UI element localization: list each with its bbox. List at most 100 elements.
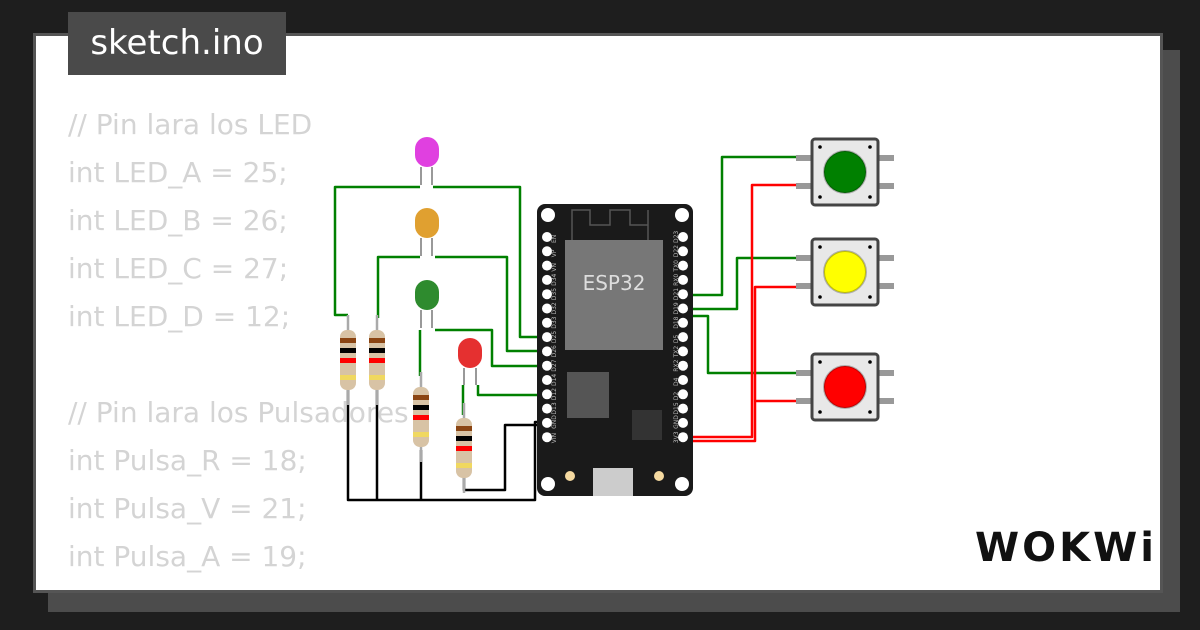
resistor[interactable]	[340, 315, 356, 405]
pin-label: EN	[551, 235, 558, 243]
pin-label: TX2	[673, 346, 680, 359]
wires	[333, 155, 800, 502]
wire	[683, 256, 800, 311]
board-label: ESP32	[583, 271, 646, 295]
code-line: int LED_C = 27;	[68, 252, 289, 285]
wire	[683, 183, 800, 439]
pin-rx2[interactable]	[678, 360, 688, 371]
pushbutton[interactable]	[796, 137, 894, 207]
pin-label: D32	[551, 302, 558, 314]
led-red[interactable]	[458, 338, 482, 385]
wire	[476, 385, 547, 397]
pin-label: GND	[673, 415, 680, 429]
pin-label: D19	[673, 302, 680, 314]
pin-label: TX0	[673, 260, 680, 273]
pin-label: D22	[673, 245, 680, 257]
pin-label: D33	[551, 316, 558, 328]
led-amber[interactable]	[415, 208, 439, 256]
pin-label: D5	[673, 334, 680, 343]
pin-d27[interactable]	[542, 360, 552, 371]
led-magenta[interactable]	[415, 137, 439, 185]
pin-d25[interactable]	[542, 332, 552, 343]
wire	[433, 185, 547, 339]
pin-d19[interactable]	[678, 303, 688, 314]
wire	[683, 155, 800, 297]
pin-en[interactable]	[542, 232, 552, 242]
pin-label: D23	[673, 231, 680, 243]
pin-label: D14	[551, 374, 558, 386]
pin-label: D25	[551, 331, 558, 343]
pin-d34[interactable]	[542, 274, 552, 285]
pin-label: 3V3	[673, 431, 680, 443]
pin-label: D4	[673, 377, 680, 386]
pin-label: GND	[551, 415, 558, 429]
resistor[interactable]	[413, 372, 429, 462]
led-green[interactable]	[415, 280, 439, 328]
pin-gnd[interactable]	[542, 417, 552, 428]
pin-d26[interactable]	[542, 346, 552, 357]
pin-rx0[interactable]	[678, 274, 688, 285]
pin-label: RX0	[673, 274, 680, 286]
pushbutton[interactable]	[796, 237, 894, 307]
pin-label: D12	[551, 388, 558, 400]
code-line: int Pulsa_R = 18;	[68, 444, 307, 477]
wire	[435, 328, 547, 368]
wire	[346, 390, 505, 502]
pin-d4[interactable]	[678, 375, 688, 385]
pin-d33[interactable]	[542, 317, 552, 328]
pin-d2[interactable]	[678, 389, 688, 400]
pin-3v3[interactable]	[678, 432, 688, 443]
button-cap[interactable]	[823, 150, 867, 194]
pin-d12[interactable]	[542, 389, 552, 400]
pin-d13[interactable]	[542, 403, 552, 414]
pin-tx2[interactable]	[678, 346, 688, 357]
pushbutton[interactable]	[796, 352, 894, 422]
pin-label: VIN	[551, 433, 558, 443]
pin-tx0[interactable]	[678, 260, 688, 271]
pin-gnd[interactable]	[678, 417, 688, 428]
code-line: int LED_B = 26;	[68, 204, 288, 237]
pin-d22[interactable]	[678, 246, 688, 257]
pin-label: D27	[551, 359, 558, 371]
wire	[683, 285, 800, 443]
pin-d23[interactable]	[678, 232, 688, 242]
resistor[interactable]	[456, 403, 472, 493]
pin-d5[interactable]	[678, 332, 688, 343]
resistor[interactable]	[369, 315, 385, 405]
pin-label: D2	[673, 392, 680, 401]
pin-d21[interactable]	[678, 289, 688, 300]
pin-d15[interactable]	[678, 403, 688, 414]
pin-label: D21	[673, 288, 680, 300]
pin-d18[interactable]	[678, 317, 688, 328]
wire	[435, 255, 547, 353]
code-line: int LED_A = 25;	[68, 156, 288, 189]
code-line: int Pulsa_V = 21;	[68, 492, 307, 525]
pin-label: D13	[551, 402, 558, 414]
button-cap[interactable]	[823, 365, 867, 409]
pin-label: VN	[551, 263, 558, 272]
sketch-title: sketch.ino	[68, 12, 286, 75]
pin-d35[interactable]	[542, 289, 552, 300]
wokwi-logo: WOKWi	[975, 525, 1157, 571]
code-snippet: // Pin lara los LED int LED_A = 25; int LE…	[68, 101, 409, 581]
pin-d14[interactable]	[542, 375, 552, 385]
pin-label: VP	[551, 249, 558, 257]
pin-vp[interactable]	[542, 246, 552, 257]
code-line: int LED_D = 12;	[68, 300, 291, 333]
pin-label: D26	[551, 345, 558, 357]
pin-label: D18	[673, 316, 680, 328]
code-line: // Pin lara los Pulsadores	[68, 396, 409, 429]
wire	[333, 185, 420, 317]
pin-label: RX2	[673, 359, 680, 371]
pin-vn[interactable]	[542, 260, 552, 271]
code-line: int Pulsa_A = 19;	[68, 540, 307, 573]
button-cap[interactable]	[823, 250, 867, 294]
esp32-board[interactable]: ESP32 ENVPVND34D35D32D33D25D26D27D14D12D…	[537, 204, 693, 496]
pin-label: D15	[673, 402, 680, 414]
pin-label: D34	[551, 273, 558, 285]
code-line: // Pin lara los LED	[68, 108, 313, 141]
pin-d32[interactable]	[542, 303, 552, 314]
pin-vin[interactable]	[542, 432, 552, 443]
wire	[683, 314, 800, 375]
